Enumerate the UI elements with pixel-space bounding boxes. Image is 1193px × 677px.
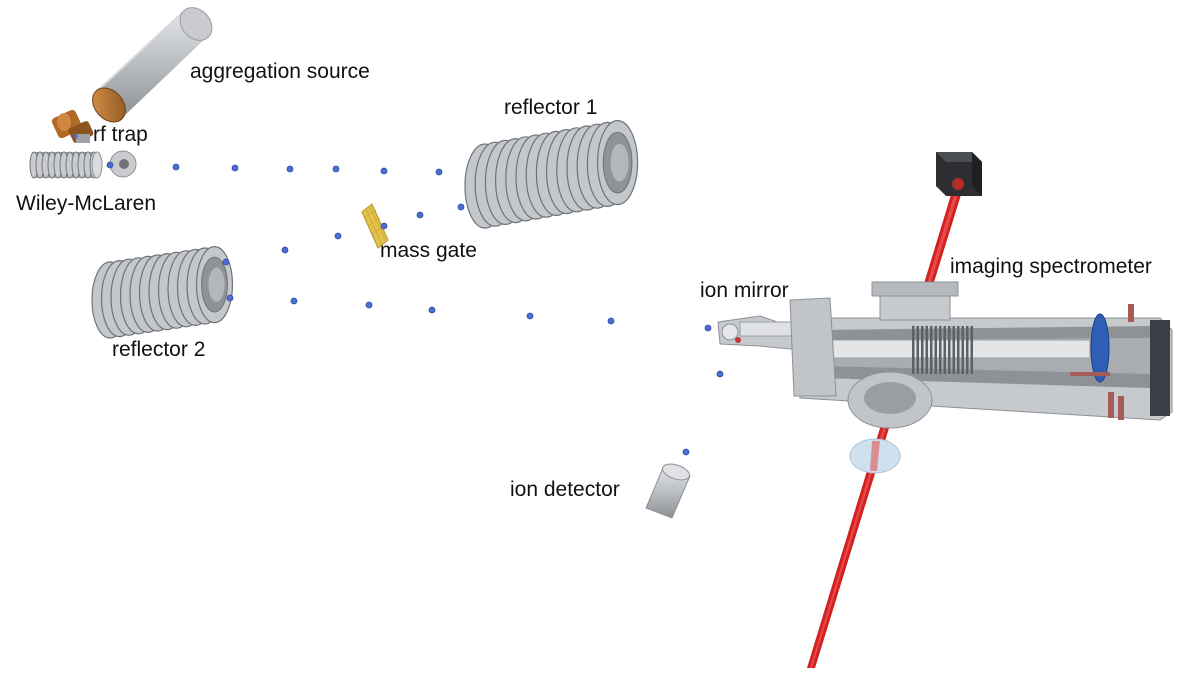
rf-trap <box>51 109 94 143</box>
ion-trajectory <box>106 161 912 456</box>
wiley-mclaren-stack <box>29 151 103 179</box>
laser-housing <box>936 152 982 196</box>
ion-dot <box>716 370 724 378</box>
ion-mirror <box>717 315 801 351</box>
ion-dot <box>682 448 690 456</box>
imaging-spectrometer <box>789 281 1173 429</box>
ion-dot <box>428 306 436 314</box>
mass-gate <box>361 203 389 249</box>
ion-dot <box>332 165 340 173</box>
label-aggregation-source: aggregation source <box>190 60 370 83</box>
ion-dot <box>286 165 294 173</box>
ion-dot <box>172 163 180 171</box>
ion-dot <box>526 312 534 320</box>
ion-dot <box>281 246 289 254</box>
label-ion-mirror: ion mirror <box>700 279 789 302</box>
label-imaging-spectrometer: imaging spectrometer <box>950 255 1152 278</box>
ion-dot <box>607 317 615 325</box>
ion-dot <box>106 161 114 169</box>
aggregation-source <box>92 7 213 123</box>
reflector-1 <box>464 120 639 229</box>
label-reflector-1: reflector 1 <box>504 96 597 119</box>
ion-dot <box>290 297 298 305</box>
ion-dot <box>435 168 443 176</box>
ion-dot <box>457 203 465 211</box>
ion-dot <box>380 222 388 230</box>
ion-dot <box>416 211 424 219</box>
ion-dot <box>222 258 230 266</box>
ion-detector <box>645 463 691 519</box>
label-wiley-mclaren: Wiley-McLaren <box>16 192 156 215</box>
label-reflector-2: reflector 2 <box>112 338 205 361</box>
reflector-2 <box>91 246 234 339</box>
aperture-ring <box>109 150 137 178</box>
ion-dot <box>231 164 239 172</box>
label-rf-trap: rf trap <box>93 123 148 146</box>
ion-dot <box>334 232 342 240</box>
ion-dot <box>226 294 234 302</box>
label-ion-detector: ion detector <box>510 478 620 501</box>
label-mass-gate: mass gate <box>380 239 477 262</box>
ion-dot <box>704 324 712 332</box>
ion-dot <box>380 167 388 175</box>
ion-dot <box>365 301 373 309</box>
